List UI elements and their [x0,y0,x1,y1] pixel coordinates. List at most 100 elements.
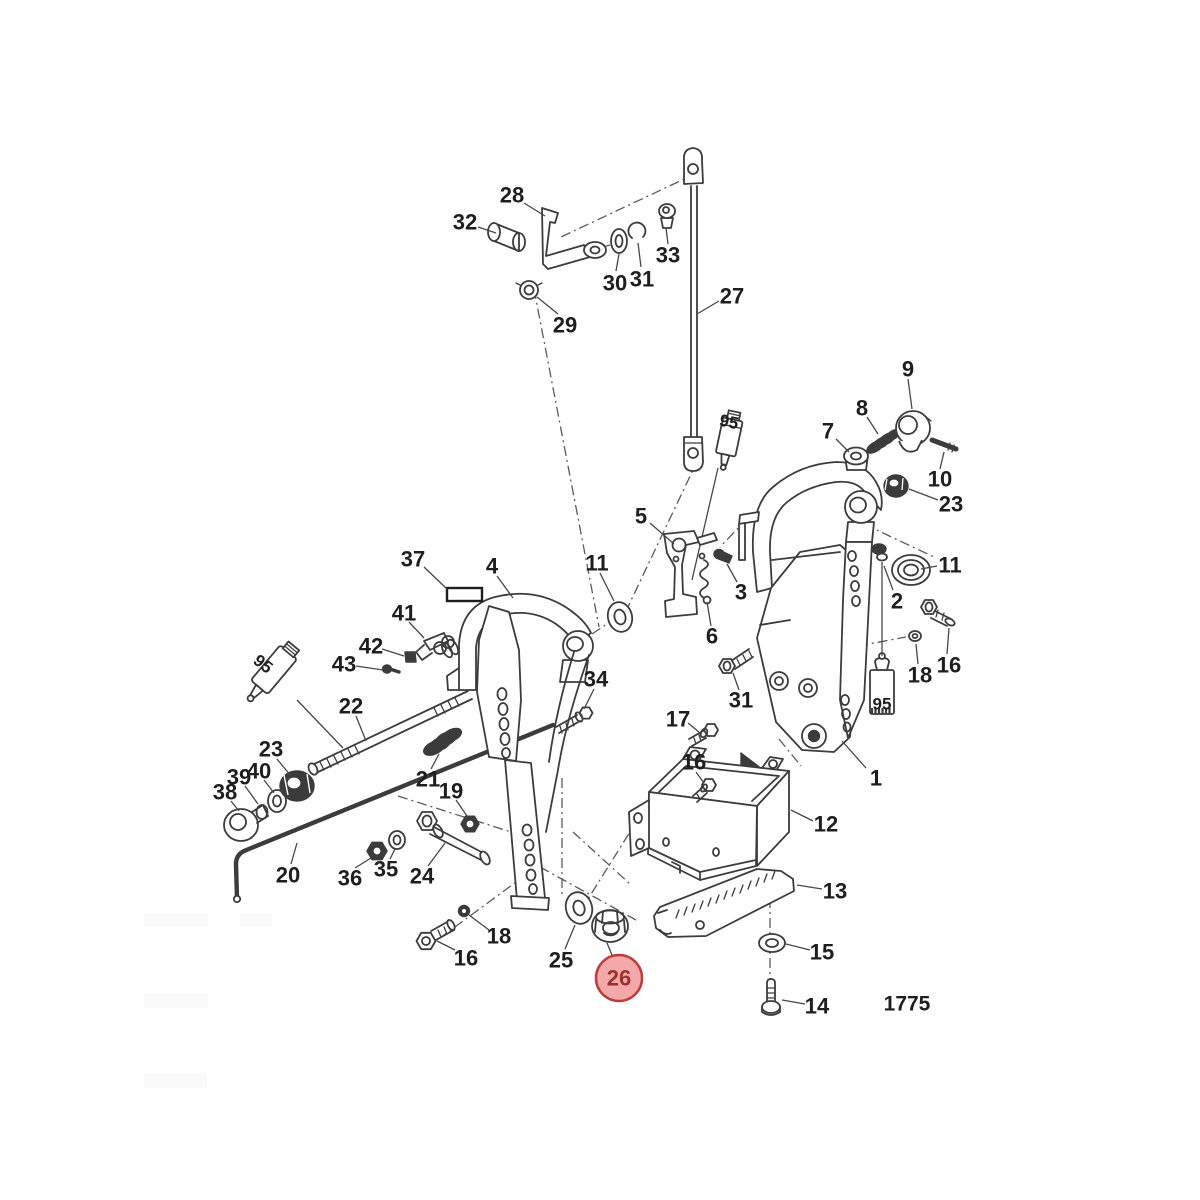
callout-label-15[interactable]: 15 [810,940,834,965]
callout-label-13[interactable]: 13 [823,879,847,904]
part-21-bellows [423,727,463,756]
callout-label-35[interactable]: 35 [374,857,398,882]
callout-label-27[interactable]: 27 [720,284,744,309]
part-26-locknut [591,909,629,943]
part-41-clip [415,632,455,661]
callout-leader-10 [939,451,945,470]
callout-label-28[interactable]: 28 [500,183,524,208]
callout-label-2[interactable]: 2 [891,589,903,614]
callout-label-9[interactable]: 9 [902,357,914,382]
callout-label-6[interactable]: 6 [706,624,718,649]
callout-label-16[interactable]: 16 [682,750,706,775]
callout-label-23[interactable]: 23 [939,492,963,517]
part-12-mount-bracket [628,746,790,881]
callout-leader-16 [695,771,705,784]
callout-leader-23 [908,488,939,501]
callout-label-18[interactable]: 18 [487,924,511,949]
highlight-circle-26[interactable] [594,953,644,1003]
part-16-mid-bolt [692,778,717,803]
callout-leader-14 [781,999,806,1005]
callout-label-1[interactable]: 1 [870,766,882,791]
callout-label-25[interactable]: 25 [549,948,573,973]
part-18-bottom-washer [457,904,471,918]
callout-leader-37 [423,566,448,590]
callout-label-10[interactable]: 10 [928,467,952,492]
callout-leader-3 [726,563,738,583]
callout-leader-5 [649,522,675,545]
callout-label-4[interactable]: 4 [486,554,499,579]
callout-label-34[interactable]: 34 [584,667,609,692]
callout-label-26[interactable]: 26 [607,966,631,991]
part-6-spring [698,552,712,605]
part-4-swivel-bracket [446,592,594,911]
callout-leader-15 [785,943,811,951]
callout-label-22[interactable]: 22 [339,694,363,719]
part-18-right-washer [908,630,922,642]
callout-leader-31 [732,672,740,691]
callout-label-16[interactable]: 16 [454,946,478,971]
part-37-decal [445,586,484,603]
callout-label-30[interactable]: 30 [603,271,627,296]
callout-label-18[interactable]: 18 [908,663,932,688]
callout-leader-17 [687,722,700,733]
callout-label-20[interactable]: 20 [276,863,300,888]
callout-label-7[interactable]: 7 [822,419,834,444]
callout-label-41[interactable]: 41 [392,601,416,626]
part-29-nut [515,280,543,300]
callout-label-40[interactable]: 40 [247,759,271,784]
part-40-ring [267,789,287,813]
callout-label-11[interactable]: 11 [585,551,608,576]
callout-label-43[interactable]: 43 [332,652,356,677]
part-22-tilt-shaft [307,638,473,776]
adhesive-95-label-2: 95 [873,695,892,714]
callout-label-23[interactable]: 23 [259,737,283,762]
part-20-tilt-lever-rod [232,722,556,904]
callout-label-11[interactable]: 11 [938,553,961,578]
part-9-cam [895,410,932,453]
callout-leader-43 [355,665,384,671]
callout-label-5[interactable]: 5 [635,504,647,529]
callout-label-17[interactable]: 17 [666,707,690,732]
callout-label-32[interactable]: 32 [453,210,477,235]
callout-label-39[interactable]: 39 [227,765,251,790]
callout-label-31[interactable]: 31 [630,267,654,292]
callout-leader-21 [430,753,440,770]
callout-label-31[interactable]: 31 [729,688,753,713]
callout-leader-18 [915,643,919,665]
part-34-screw [555,706,594,734]
callout-label-36[interactable]: 36 [338,866,362,891]
callout-label-14[interactable]: 14 [805,994,830,1019]
callout-label-21[interactable]: 21 [416,767,440,792]
callout-leader-16 [946,627,950,655]
callout-leader-11 [599,572,615,602]
catalog-number: 1775 [884,993,931,1016]
callout-leader-2 [883,565,894,591]
callout-label-16[interactable]: 16 [937,653,961,678]
callout-leader-9 [907,378,913,410]
callout-label-24[interactable]: 24 [410,864,435,889]
part-38-bushing [223,804,269,842]
part-17-bolt [688,723,719,747]
callout-label-3[interactable]: 3 [735,580,747,605]
part-25-washer [564,891,594,925]
callout-label-12[interactable]: 12 [814,812,838,837]
callout-label-8[interactable]: 8 [856,396,868,421]
callout-label-29[interactable]: 29 [553,313,577,338]
part-32-cap [487,222,526,252]
callout-leader-31 [637,242,642,268]
callout-leader-25 [564,924,576,950]
callout-leader-22 [355,715,367,742]
part-43-screw [381,664,401,674]
callout-label-33[interactable]: 33 [656,243,680,268]
callout-leader-26 [606,942,613,956]
callout-leader-28 [523,202,546,217]
callout-label-42[interactable]: 42 [359,634,383,659]
callout-leader-1 [841,740,867,769]
watermark-marks [144,913,272,1088]
callout-label-19[interactable]: 19 [439,779,463,804]
callout-label-37[interactable]: 37 [401,547,425,572]
tube-95-mid-line [691,467,719,581]
adhesive-95-label-1: 95 [718,411,740,434]
callout-label-38[interactable]: 38 [213,780,237,805]
